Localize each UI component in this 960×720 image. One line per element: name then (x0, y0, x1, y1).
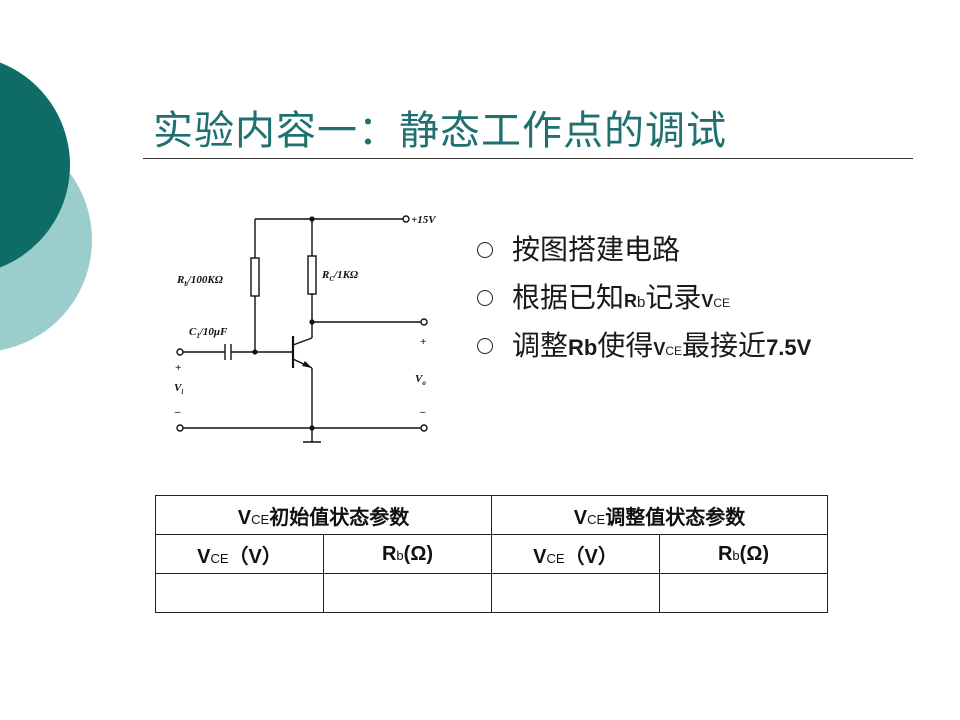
bullet-text: 按图搭建电路 (512, 233, 681, 266)
bullet-text: 使得 (597, 329, 654, 362)
table-cell[interactable] (659, 573, 828, 613)
decorative-circles (0, 62, 92, 351)
vce-subscript: CE (713, 296, 731, 310)
measurement-table: VCE初始值状态参数 VCE调整值状态参数 VCE（V） Rb(Ω) VCE（V… (155, 495, 828, 613)
target-voltage: 7.5V (766, 335, 812, 360)
rb-symbol: Rb (568, 335, 598, 360)
bullet-list: 按图搭建电路 根据已知Rb记录VCE 调整Rb使得VCE最接近7.5V (474, 230, 811, 374)
group-adjusted-header: VCE调整值状态参数 (491, 495, 828, 535)
rb-subscript: b (637, 294, 646, 311)
table-cell[interactable] (155, 573, 324, 613)
bullet-item: 调整Rb使得VCE最接近7.5V (474, 326, 811, 374)
title-divider (143, 158, 913, 159)
slide-title: 实验内容一：静态工作点的调试 (153, 108, 727, 154)
circuit-diagram: +15V Rb/100KΩ RC/1KΩ C1/10μF + Vi – + Vo… (174, 214, 437, 443)
vce-subscript: CE (665, 344, 683, 358)
vo-label: Vo (415, 373, 426, 387)
vo-minus: – (419, 406, 426, 418)
col-rb-initial: Rb(Ω) (323, 534, 492, 574)
circle-bullet-icon (477, 290, 493, 306)
table-group-header: VCE初始值状态参数 VCE调整值状态参数 (155, 495, 828, 535)
vo-plus: + (420, 336, 426, 348)
bullet-text: 记录 (645, 281, 702, 314)
table-cell[interactable] (323, 573, 492, 613)
rc-label: RC/1KΩ (321, 269, 359, 283)
table-row (155, 573, 828, 613)
circle-bullet-icon (477, 338, 493, 354)
col-rb-adjusted: Rb(Ω) (659, 534, 828, 574)
c1-label: C1/10μF (189, 326, 228, 340)
bullet-text: 最接近 (682, 329, 767, 362)
col-vce-initial: VCE（V） (155, 534, 324, 574)
bullet-item: 按图搭建电路 (474, 230, 811, 278)
vi-plus: + (175, 362, 181, 374)
col-vce-adjusted: VCE（V） (491, 534, 660, 574)
table-cell[interactable] (491, 573, 660, 613)
vi-label: Vi (174, 382, 183, 396)
rb-label: Rb/100KΩ (176, 274, 224, 288)
vce-symbol: V (653, 339, 666, 359)
bullet-text: 调整 (512, 329, 569, 362)
bullet-item: 根据已知Rb记录VCE (474, 278, 811, 326)
table-column-header: VCE（V） Rb(Ω) VCE（V） Rb(Ω) (155, 534, 828, 574)
dark-teal-circle (0, 62, 70, 268)
circle-bullet-icon (477, 242, 493, 258)
rb-symbol: R (624, 291, 638, 311)
supply-label: +15V (411, 214, 437, 226)
bullet-text: 根据已知 (512, 281, 625, 314)
group-initial-header: VCE初始值状态参数 (155, 495, 492, 535)
vce-symbol: V (701, 291, 714, 311)
vi-minus: – (174, 406, 181, 418)
